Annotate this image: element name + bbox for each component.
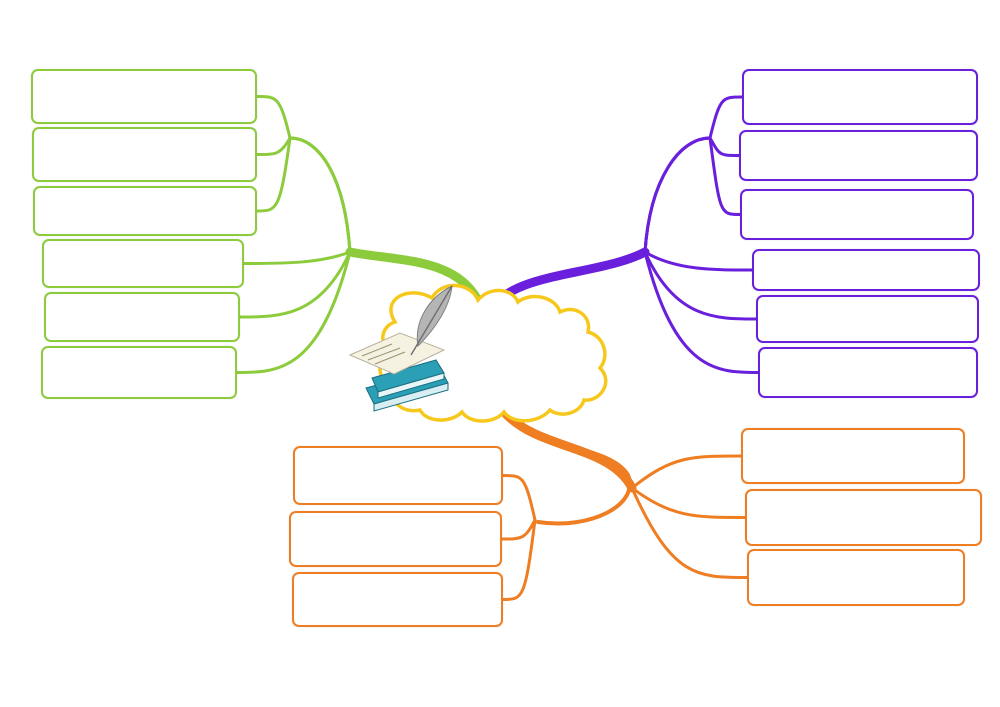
bottom-left-branch-node-3[interactable] xyxy=(292,572,503,627)
bottom-left-branch-node-1[interactable] xyxy=(293,446,503,505)
node-connector-right-upper-branch-3 xyxy=(643,136,742,254)
node-connector-left-upper-branch-5 xyxy=(238,250,352,319)
left-upper-branch-node-1[interactable] xyxy=(31,69,257,124)
node-connector-right-upper-branch-5 xyxy=(643,250,758,321)
left-upper-branch-node-6[interactable] xyxy=(41,346,237,399)
node-connector-left-upper-branch-3 xyxy=(255,136,352,254)
left-upper-branch-node-5[interactable] xyxy=(44,292,240,342)
node-connector-left-upper-branch-6 xyxy=(235,250,352,374)
bottom-right-branch-node-1[interactable] xyxy=(741,428,965,484)
right-upper-branch-node-6[interactable] xyxy=(758,347,978,398)
node-connector-bottom-left-branch-2 xyxy=(500,518,537,541)
node-connector-bottom-left-branch-1 xyxy=(501,474,537,522)
bottom-left-branch-node-2[interactable] xyxy=(289,511,502,567)
node-connector-right-upper-branch-6 xyxy=(643,250,760,374)
node-connector-bottom-right-branch-3 xyxy=(630,486,749,579)
node-connector-bottom-right-branch-2 xyxy=(630,486,747,519)
books-quill-icon xyxy=(348,285,453,412)
bottom-right-branch-node-3[interactable] xyxy=(747,549,965,606)
node-connector-right-upper-branch-1 xyxy=(643,95,744,254)
right-upper-branch-node-3[interactable] xyxy=(740,189,974,240)
node-connector-right-upper-branch-2 xyxy=(643,136,741,254)
node-connector-left-upper-branch-1 xyxy=(255,95,352,254)
left-upper-branch-node-3[interactable] xyxy=(33,186,257,236)
node-connector-bottom-right-branch-1 xyxy=(630,454,743,490)
right-upper-branch-node-5[interactable] xyxy=(756,295,979,343)
left-upper-branch-node-4[interactable] xyxy=(42,239,244,288)
node-connector-left-upper-branch-2 xyxy=(255,136,352,254)
right-upper-branch-node-4[interactable] xyxy=(752,249,980,291)
node-connector-bottom-left-branch-3 xyxy=(501,518,537,601)
bottom-right-branch-node-2[interactable] xyxy=(745,489,982,546)
right-upper-branch-node-2[interactable] xyxy=(739,130,978,181)
central-topic[interactable] xyxy=(348,283,608,423)
node-connector-right-upper-branch-4 xyxy=(643,250,754,272)
right-upper-branch-node-1[interactable] xyxy=(742,69,978,125)
node-connector-left-upper-branch-4 xyxy=(242,250,352,265)
left-upper-branch-node-2[interactable] xyxy=(32,127,257,182)
branch-connector-bottom-right-branch xyxy=(501,409,637,493)
